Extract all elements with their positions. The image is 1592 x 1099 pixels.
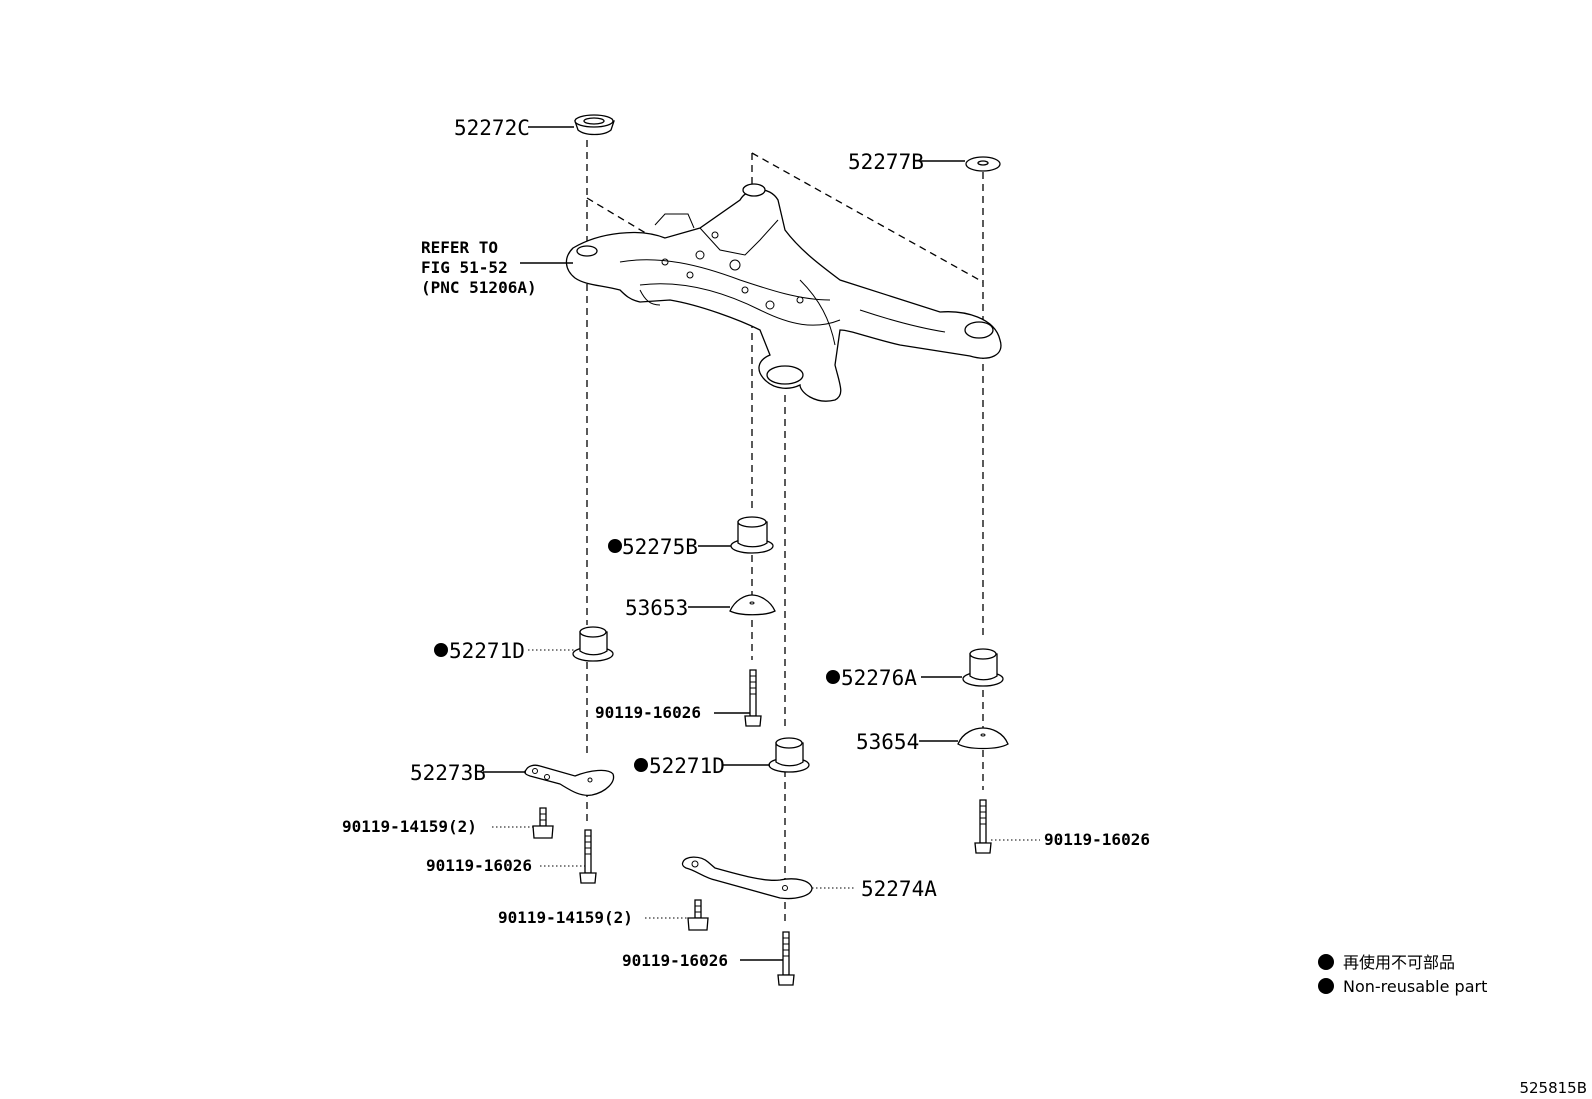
bushing-52271D-left	[572, 626, 614, 662]
callout-90119-16026-right: 90119-16026	[1044, 830, 1150, 849]
leader-lines	[483, 126, 1040, 961]
callout-52275B: 52275B	[622, 535, 698, 559]
callout-90119-16026-a: 90119-16026	[595, 703, 701, 722]
legend-marker-japanese	[1318, 954, 1334, 970]
legend: 再使用不可部品 Non-reusable part	[1318, 953, 1487, 996]
callout-52273B: 52273B	[410, 761, 486, 785]
bolt-90119-16026-a	[744, 669, 762, 727]
bolt-90119-16026-c	[777, 931, 795, 986]
callout-90119-16026-c: 90119-16026	[622, 951, 728, 970]
bolt-90119-16026-b	[579, 829, 597, 884]
bracket-52273B	[524, 764, 615, 796]
cushion-53654	[957, 727, 1009, 750]
callout-52271D-center: 52271D	[649, 754, 725, 778]
callout-90119-14159-a: 90119-14159(2)	[342, 817, 477, 836]
legend-english: Non-reusable part	[1343, 977, 1487, 996]
callout-52271D-left: 52271D	[449, 639, 525, 663]
rear-suspension-crossmember	[565, 183, 1002, 402]
non-reusable-marker-52275B	[608, 539, 622, 553]
callout-90119-14159-b: 90119-14159(2)	[498, 908, 633, 927]
legend-marker-english	[1318, 978, 1334, 994]
legend-japanese: 再使用不可部品	[1343, 953, 1455, 972]
callout-53653: 53653	[625, 596, 688, 620]
callout-52277B: 52277B	[848, 150, 924, 174]
bracket-52274A	[681, 856, 813, 900]
refer-line-2: FIG 51-52	[421, 258, 508, 277]
callout-labels: 52272C 52277B REFER TO FIG 51-52 (PNC 51…	[342, 116, 1150, 970]
refer-line-3: (PNC 51206A)	[421, 278, 537, 297]
bushing-52275B	[730, 516, 774, 554]
callout-52272C: 52272C	[454, 116, 530, 140]
callout-52276A: 52276A	[841, 666, 917, 690]
non-reusable-marker-52271D-left	[434, 643, 448, 657]
callout-90119-16026-b: 90119-16026	[426, 856, 532, 875]
bushing-52276A	[962, 648, 1004, 687]
stopper-52272C	[574, 114, 615, 136]
bolt-90119-14159-a	[532, 807, 554, 839]
bushing-52271D-center	[768, 737, 810, 773]
figure-id: 525815B	[1519, 1079, 1587, 1097]
non-reusable-marker-52276A	[826, 670, 840, 684]
non-reusable-marker-52271D-center	[634, 758, 648, 772]
bolt-90119-16026-right	[974, 799, 992, 854]
callout-52274A: 52274A	[861, 877, 937, 901]
cushion-53653	[729, 594, 776, 616]
stopper-52277B	[965, 156, 1001, 172]
bolt-90119-14159-b	[687, 899, 709, 931]
refer-line-1: REFER TO	[421, 238, 498, 257]
callout-53654: 53654	[856, 730, 919, 754]
alignment-lines	[586, 140, 984, 925]
